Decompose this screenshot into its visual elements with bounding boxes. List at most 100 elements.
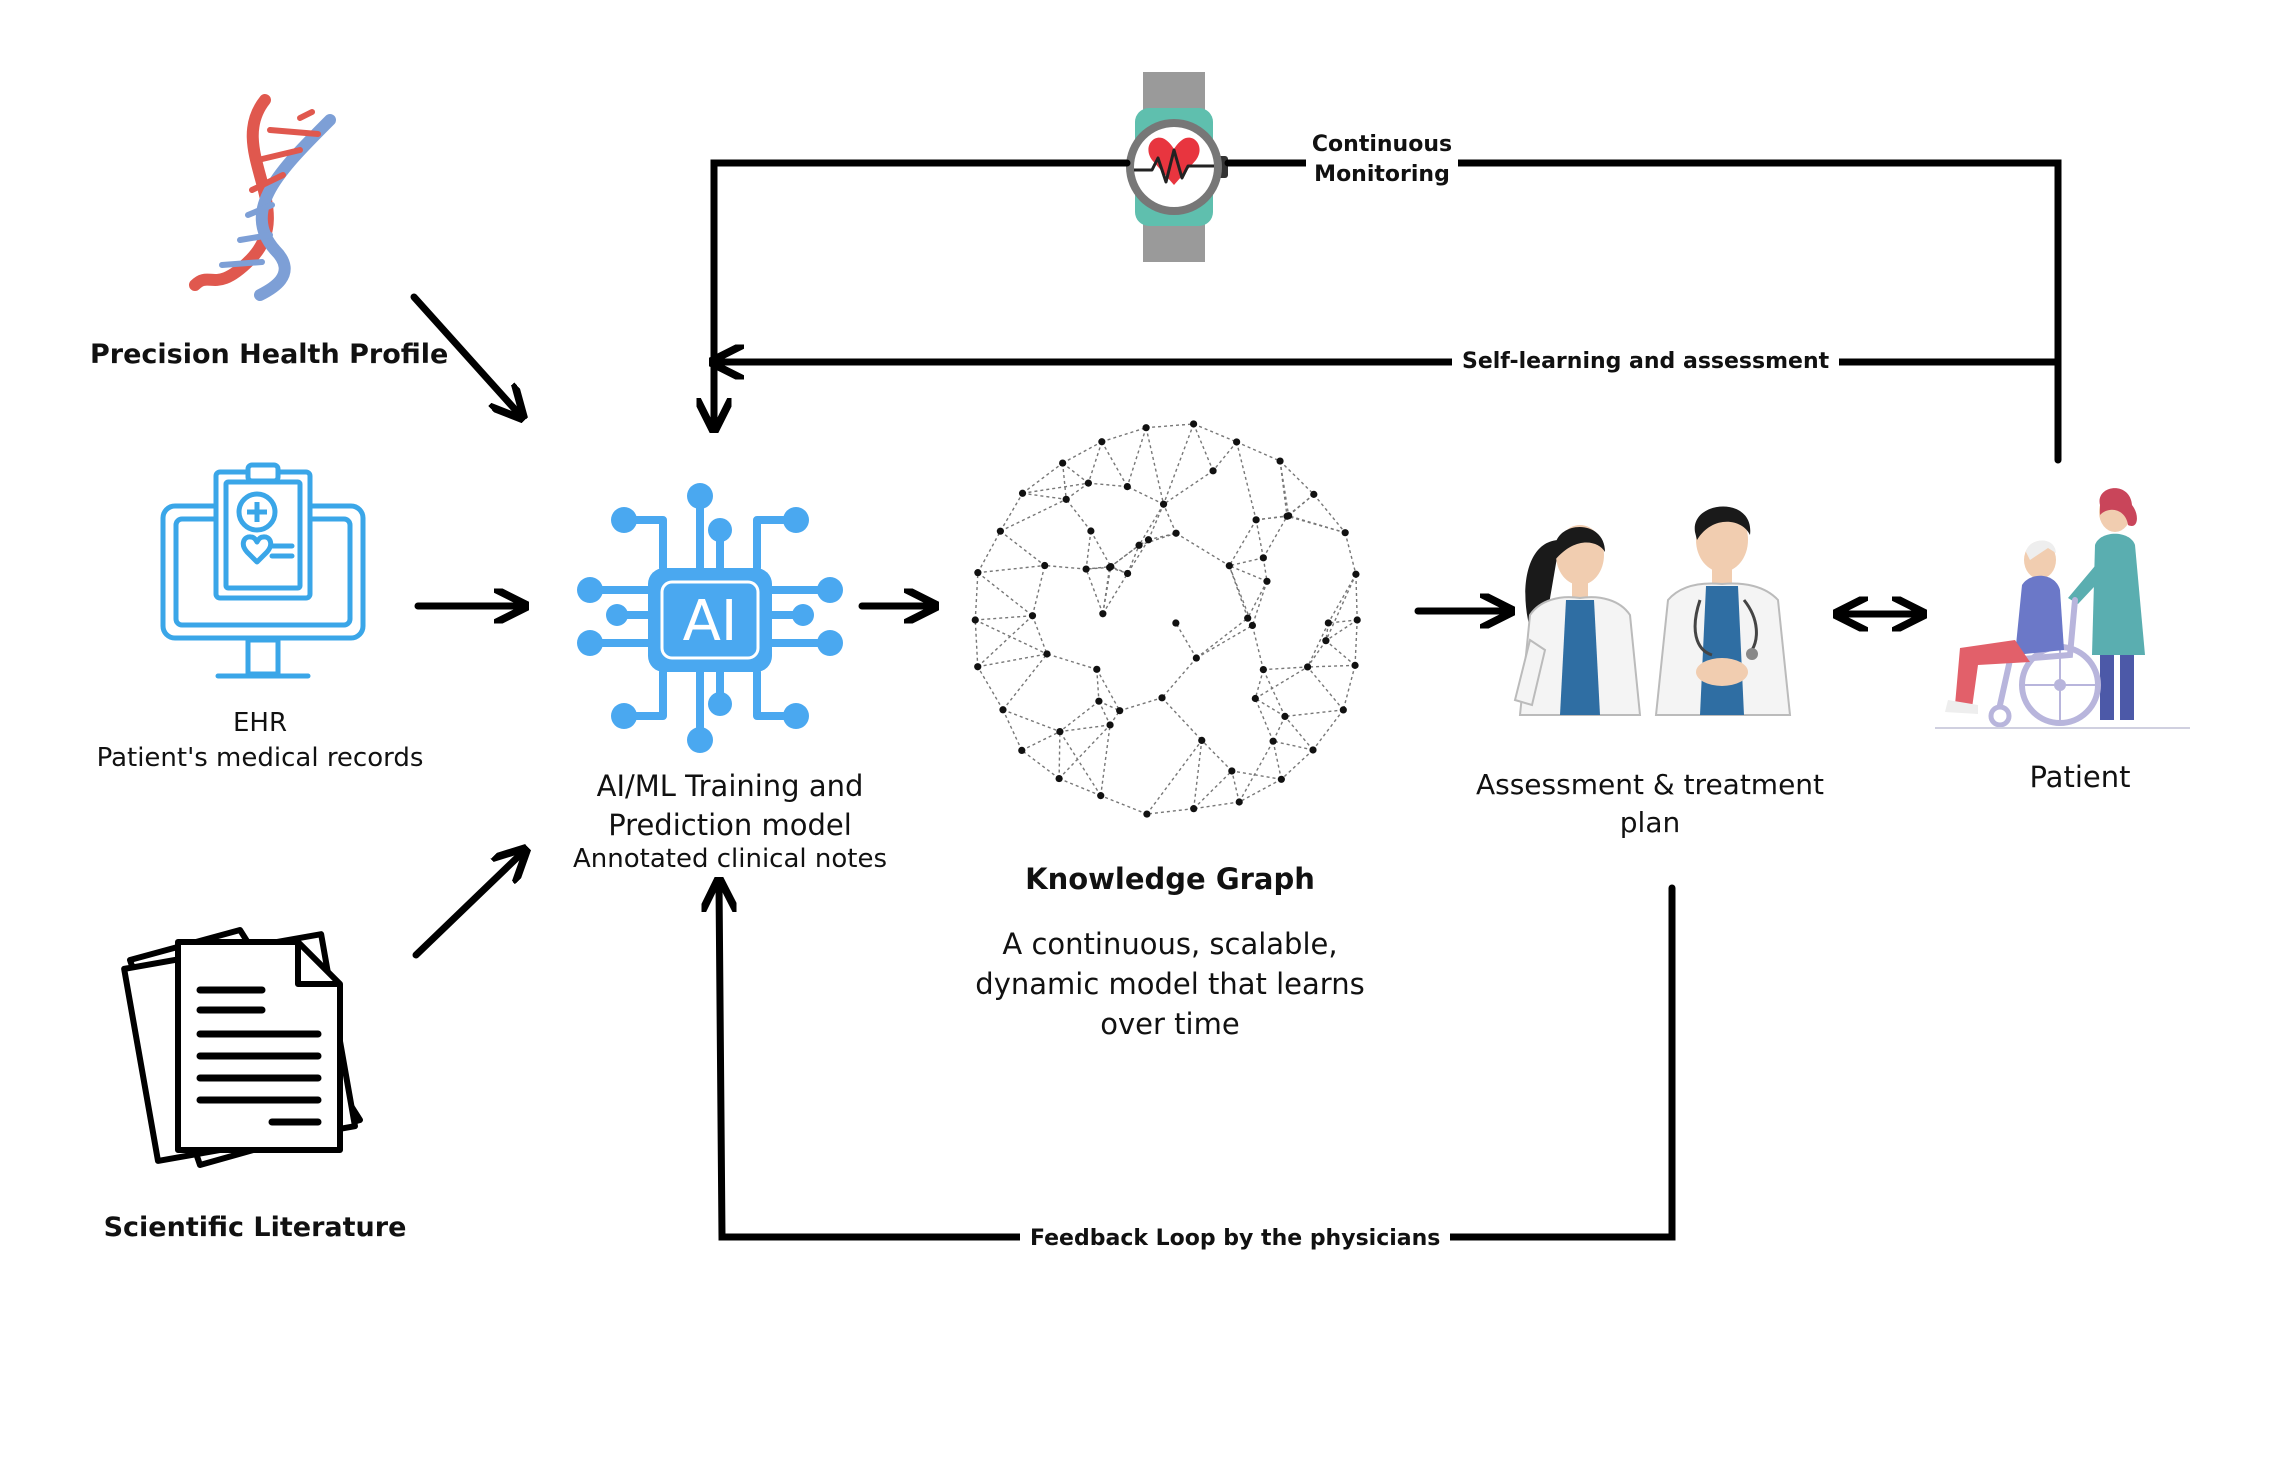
dna-icon: [189, 94, 336, 301]
arrow-php-to-ai: [410, 293, 520, 415]
graph-node: [1259, 554, 1267, 562]
graph-node: [1142, 424, 1150, 432]
graph-node: [1143, 810, 1151, 818]
graph-edge: [1146, 423, 1194, 429]
graph-node: [1351, 661, 1359, 669]
graph-edge: [1147, 503, 1165, 541]
graph-edge: [1085, 568, 1104, 614]
graph-edge: [1046, 653, 1098, 670]
graph-edge: [1228, 519, 1257, 567]
graph-edge: [1148, 532, 1177, 541]
graph-edge: [1175, 622, 1197, 659]
graph-node: [1235, 798, 1243, 806]
graph-node: [1082, 565, 1090, 573]
patient-label: Patient: [2029, 760, 2131, 794]
graph-edge: [1312, 709, 1344, 751]
assessment-label-line2: plan: [1619, 806, 1681, 839]
graph-node: [1189, 420, 1198, 428]
graph-node: [1099, 610, 1107, 618]
ai-model-label-line2: Prediction model: [608, 808, 852, 842]
graph-node: [1209, 467, 1217, 475]
graph-edge: [1000, 498, 1067, 532]
graph-node: [1018, 489, 1027, 497]
graph-edge: [1162, 423, 1195, 505]
ehr-label-line1: EHR: [232, 708, 288, 738]
graph-edge: [1280, 749, 1314, 780]
graph-edge: [1002, 653, 1048, 711]
graph-edge: [1262, 557, 1268, 582]
kg-desc-line2: dynamic model that learns: [975, 967, 1365, 1001]
loop-feedback: [1376, 884, 1676, 1241]
graph-edge: [974, 619, 979, 667]
kg-desc-line1: A continuous, scalable,: [1002, 927, 1338, 961]
graph-edge: [999, 530, 1046, 567]
graph-edge: [1002, 709, 1061, 733]
graph-edge: [977, 653, 1048, 668]
graph-edge: [1254, 698, 1274, 742]
ai-chip-label: AI: [683, 589, 738, 654]
graph-edge: [1102, 566, 1112, 614]
precision-health-label: Precision Health Profile: [90, 339, 449, 370]
ehr-label: EHR Patient's medical records: [90, 706, 430, 776]
graph-node: [1159, 500, 1168, 508]
graph-node: [1248, 621, 1257, 630]
arrow-lit-to-ai: [412, 852, 523, 959]
graph-node: [1123, 483, 1131, 491]
graph-node: [1228, 767, 1236, 775]
graph-node: [1043, 650, 1051, 658]
graph-node: [1192, 654, 1200, 662]
graph-edge: [1228, 565, 1254, 626]
graph-edge: [1306, 622, 1329, 668]
graph-edge: [1325, 640, 1356, 666]
graph-edge: [975, 615, 1033, 621]
graph-node: [971, 616, 979, 624]
graph-edge: [1328, 619, 1358, 624]
graph-edge: [1119, 697, 1163, 712]
graph-node: [1028, 612, 1037, 620]
graph-edge: [1090, 530, 1112, 567]
monitoring-label-line1: Continuous: [1311, 132, 1453, 157]
graph-edge: [1284, 715, 1314, 751]
graph-node: [1123, 569, 1132, 578]
graph-edge: [1126, 427, 1147, 487]
graph-edge: [1192, 423, 1214, 472]
graph-edge: [1031, 565, 1046, 616]
graph-node: [1172, 529, 1180, 537]
graph-edge: [1175, 532, 1230, 567]
graph-edge: [1059, 731, 1102, 797]
graph-edge: [1235, 441, 1257, 521]
graph-node: [1093, 665, 1101, 673]
graph-edge: [1161, 697, 1203, 741]
graph-node: [1244, 614, 1252, 622]
graph-edge: [1272, 740, 1314, 751]
graph-edge: [1288, 493, 1315, 517]
graph-edge: [977, 530, 1002, 573]
graph-edge: [977, 615, 1033, 668]
ai-model-label: AI/ML Training and Prediction model Anno…: [560, 766, 900, 874]
graph-edge: [1021, 730, 1061, 752]
graph-node: [1084, 479, 1092, 487]
self-learning-label: Self-learning and assessment: [1452, 347, 1840, 377]
ai-model-label-line3: Annotated clinical notes: [572, 844, 888, 874]
graph-edge: [1262, 515, 1288, 559]
graph-edge: [1195, 624, 1253, 659]
loop-monitoring-right2: [1451, 159, 2062, 464]
graph-edge: [1100, 724, 1111, 796]
graph-node: [1303, 663, 1312, 671]
graph-edge: [974, 619, 1048, 655]
graph-edge: [1058, 731, 1061, 779]
graph-edge: [977, 564, 1045, 574]
graph-edge: [1286, 515, 1346, 534]
graph-edge: [1146, 739, 1203, 815]
monitoring-label-line2: Monitoring: [1314, 162, 1450, 187]
graph-edge: [1022, 492, 1067, 501]
graph-edge: [977, 666, 1004, 711]
graph-edge: [1229, 557, 1264, 567]
graph-edge: [1100, 794, 1148, 815]
graph-edge: [1126, 539, 1150, 574]
ehr-monitor-icon: [160, 462, 366, 679]
graph-edge: [1096, 669, 1100, 702]
graph-edge: [1354, 619, 1358, 666]
graph-edge: [1231, 770, 1240, 803]
graph-edge: [1279, 460, 1288, 517]
